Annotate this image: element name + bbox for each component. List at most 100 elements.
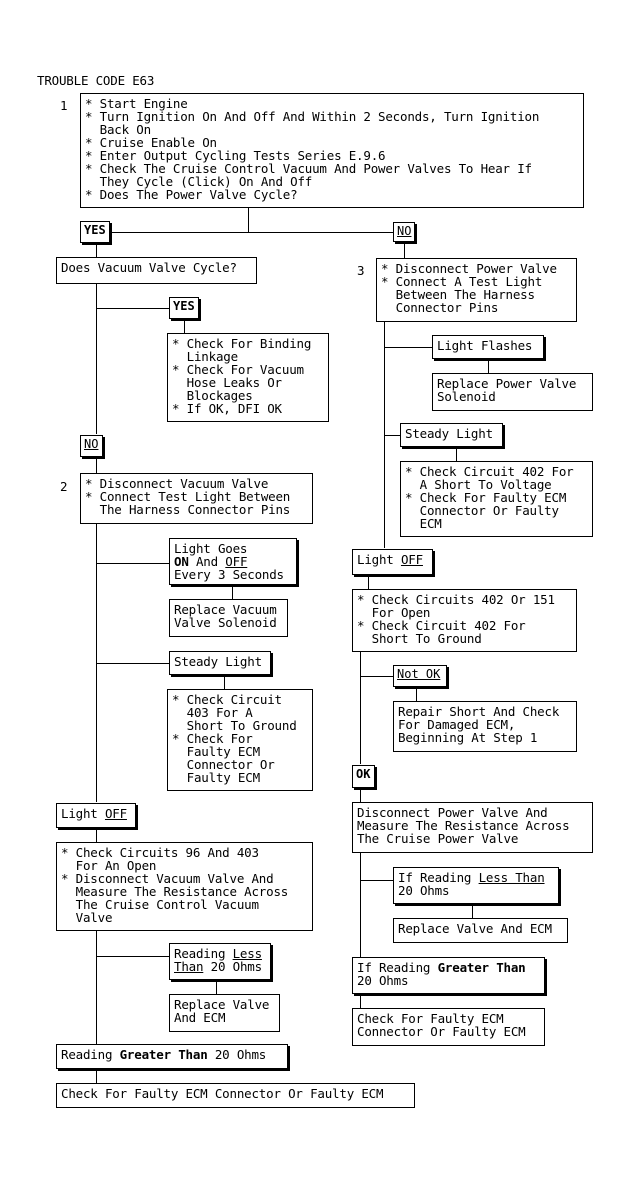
box-line: Linkage [172,349,238,364]
step-3-line: * Disconnect Power Valve [381,261,557,276]
box-line: * Check For Faulty ECM [405,490,567,505]
step-1-box: * Start Engine * Turn Ignition On And Of… [80,93,584,208]
box-line: 403 For A [172,705,253,720]
step-3-box: * Disconnect Power Valve * Connect A Tes… [376,258,577,322]
steady-light-left-box: Steady Light [169,651,271,675]
step-2-line: * Disconnect Vacuum Valve [85,476,269,491]
box-line: * If OK, DFI OK [172,401,282,416]
connector [456,449,457,461]
step-3-line: * Connect A Test Light [381,274,543,289]
reading-less-left-box: Reading Less Than 20 Ohms [169,943,271,980]
faulty-ecm-right-box: Check For Faulty ECM Connector Or Faulty… [352,1008,545,1046]
connector [96,830,97,842]
step-1-line: * Start Engine [85,96,188,111]
box-line: And ECM [174,1010,226,1025]
off-text: OFF [225,554,248,569]
connector [360,853,361,957]
vacuum-question: Does Vacuum Valve Cycle? [61,260,237,275]
connector [360,996,361,1008]
box-line: Connector Or [172,757,275,772]
yes-label: YES [169,297,199,319]
connector [110,232,393,233]
replace-valve-right-box: Replace Valve And ECM [393,918,568,943]
box-line: * Check Circuits 96 And 403 [61,845,259,860]
box-line: Valve [61,910,113,925]
connector [216,982,217,994]
box-line: Measure The Resistance Across [61,884,289,899]
step-1-line: * Cruise Enable On [85,135,217,150]
box-line: * Check Circuit [172,692,282,707]
box-line: Check For Faulty ECM [357,1011,504,1026]
connector [232,587,233,599]
connector [488,361,489,373]
connector [96,1071,97,1083]
box-line: Short To Ground [357,631,482,646]
box-line: For Open [357,605,431,620]
step-1-line: * Enter Output Cycling Tests Series E.9.… [85,148,386,163]
reading-text: If Reading [398,870,479,885]
box-line: Replace Valve [174,997,270,1012]
no-label: NO [393,222,415,242]
box-line: Faulty ECM [172,770,260,785]
box-line: Repair Short And Check [398,704,560,719]
connector [384,435,400,436]
faulty-ecm-left: Check For Faulty ECM Connector Or Faulty… [61,1086,384,1101]
greater-text: Greater Than [119,1047,208,1062]
box-line: Solenoid [437,389,496,404]
step-1-line: * Turn Ignition On And Off And Within 2 … [85,109,540,124]
off-text: OFF [400,552,423,567]
box-line: For Damaged ECM, [398,717,516,732]
box-line: * Disconnect Vacuum Valve And [61,871,274,886]
steady-light-right: Steady Light [405,426,493,441]
connector [96,931,97,1044]
reading-greater-right-line1: If Reading Greater Than [357,961,544,974]
connector [96,663,169,664]
off-text: OFF [104,806,127,821]
connector [96,308,169,309]
replace-valve-left-box: Replace Valve And ECM [169,994,280,1032]
ohms-text: 20 Ohms [203,959,262,974]
box-line: Hose Leaks Or [172,375,282,390]
reading-text: If Reading [357,960,438,975]
light-off-right-box: Light OFF [352,549,433,575]
box-line: Beginning At Step 1 [398,730,538,745]
box-line: Valve Solenoid [174,615,277,630]
disconnect-power-box: Disconnect Power Valve And Measure The R… [352,802,593,853]
connector [224,677,225,689]
light-off-right: Light OFF [357,553,432,566]
replace-valve-right: Replace Valve And ECM [398,921,552,936]
light-goes-line: ON And OFF [174,555,296,568]
check-circuits-96-box: * Check Circuits 96 And 403 For An Open … [56,842,313,931]
box-line: The Cruise Control Vacuum [61,897,259,912]
step-1-line: * Does The Power Valve Cycle? [85,187,298,202]
connector [360,790,361,802]
reading-greater-left: Reading Greater Than 20 Ohms [61,1048,287,1061]
light-off-left: Light OFF [61,807,135,820]
circuit-402-box: * Check Circuit 402 For A Short To Volta… [400,461,593,537]
reading-greater-left-box: Reading Greater Than 20 Ohms [56,1044,288,1069]
circuit-403-box: * Check Circuit 403 For A Short To Groun… [167,689,313,791]
vacuum-question-box: Does Vacuum Valve Cycle? [56,257,257,284]
connector [472,906,473,918]
reading-greater-right-line2: 20 Ohms [357,973,409,988]
ohms-text: 20 Ohms [207,1047,267,1062]
reading-less-right-line2: 20 Ohms [398,883,450,898]
connector [360,676,393,677]
steady-light-right-box: Steady Light [400,423,503,447]
light-flashes-box: Light Flashes [432,335,544,359]
step-2-line: * Connect Test Light Between [85,489,291,504]
step-3-line: Connector Pins [381,300,499,315]
binding-check-box: * Check For Binding Linkage * Check For … [167,333,329,422]
box-line: Replace Vacuum [174,602,277,617]
reading-less-left-line1: Reading Less [174,947,270,960]
light-flashes: Light Flashes [437,338,533,353]
connector [404,242,405,258]
reading-less-right-line1: If Reading Less Than [398,871,558,884]
than-text: Than [174,959,204,974]
box-line: * Check Circuits 402 Or 151 [357,592,555,607]
connector [360,880,393,881]
ok-label: OK [352,765,375,788]
box-line: Short To Ground [172,718,297,733]
connector [96,284,97,434]
not-ok-label: Not OK [393,665,447,687]
